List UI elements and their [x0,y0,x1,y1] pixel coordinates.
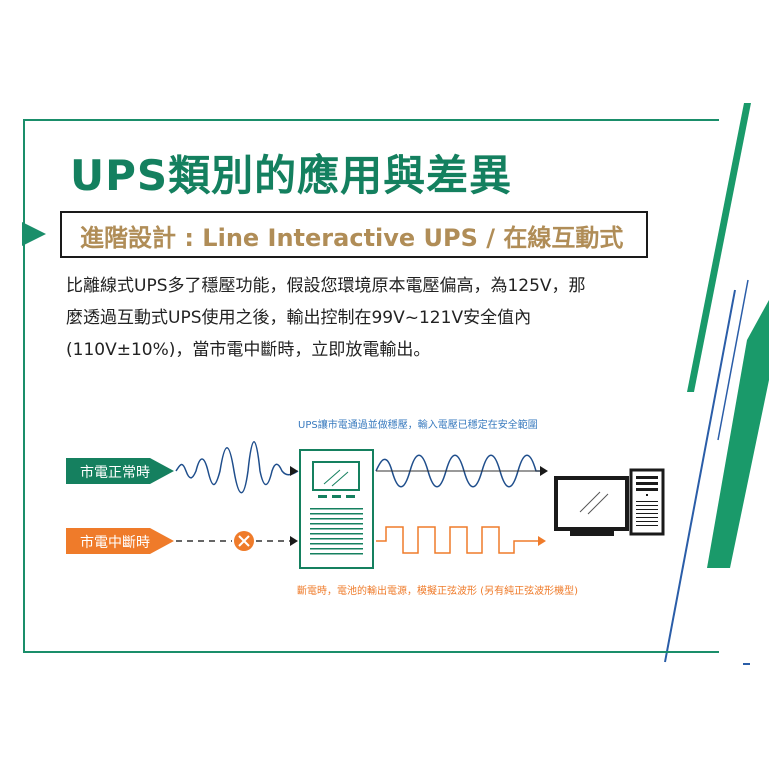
arrow-head-icon [538,536,546,546]
subtitle-box [60,211,648,258]
description: 比離線式UPS多了穩壓功能，假設您環境原本電壓偏高，為125V，那 麼透過互動式… [66,270,676,366]
green-stripe-bottom [707,300,769,568]
output-wave-stable [375,454,544,488]
subtitle: 進階設計 : Line Interactive UPS / 在線互動式 [80,224,624,252]
page-title: UPS類別的應用與差異 [70,151,513,200]
content-frame [23,119,719,653]
description-line-3: (110V±10%)，當市電中斷時，立即放電輸出。 [66,340,431,360]
label-outage: 市電中斷時 [80,534,150,551]
description-line-2: 麼透過互動式UPS使用之後，輸出控制在99V~121V安全值內 [66,308,532,328]
label-outage-arrow [66,528,174,554]
computer-icon [554,468,665,536]
label-normal: 市電正常時 [80,464,150,481]
green-stripe-top [687,103,751,392]
description-line-1: 比離線式UPS多了穩壓功能，假設您環境原本電壓偏高，為125V，那 [66,276,586,296]
arrow-head-icon [290,466,298,476]
ups-device-icon [299,449,374,569]
triangle-marker-icon [22,222,46,246]
input-wave-unstable [175,441,299,494]
arrow-head-icon [290,536,298,546]
bottom-caption: 斷電時，電池的輸出電源，模擬正弦波形 (另有純正弦波形機型) [297,584,578,597]
battery-square-wave [376,526,540,554]
blue-line-long [664,289,736,663]
label-normal-arrow [66,458,174,484]
top-caption: UPS讓市電通過並做穩壓，輸入電壓已穩定在安全範圍 [298,418,538,431]
arrow-head-icon [540,466,548,476]
blue-line-short [717,279,749,441]
